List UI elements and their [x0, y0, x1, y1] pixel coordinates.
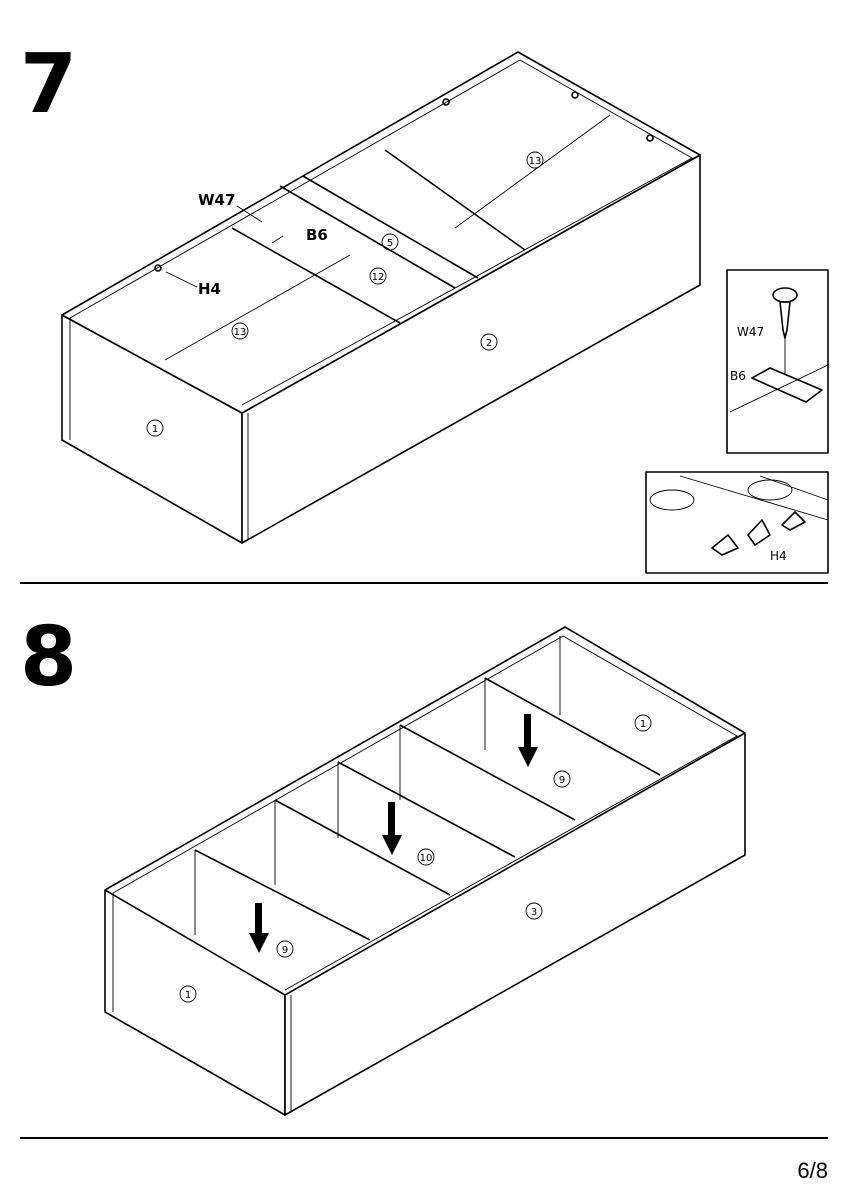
inset-label-b6: B6 [730, 369, 746, 383]
part-label: 13 [234, 327, 247, 338]
step-8-part-labels: 1 9 10 9 3 1 [179, 714, 652, 1003]
part-label: 1 [152, 424, 158, 435]
inset-label-h4: H4 [770, 549, 787, 563]
part-label: 1 [640, 719, 646, 730]
inset-screw-detail: W47 B6 [726, 269, 829, 454]
inset-label-w47: W47 [737, 325, 764, 339]
callout-w47: W47 [198, 191, 235, 209]
callout-b6: B6 [306, 226, 328, 244]
step-7-part-labels: 13 5 12 13 2 1 [146, 151, 544, 437]
step-7-cabinet [61, 51, 701, 544]
part-label: 2 [486, 338, 492, 349]
part-label: 9 [559, 775, 565, 786]
part-label: 10 [420, 853, 433, 864]
step-8-cabinet [104, 626, 746, 1116]
inset-cam-detail: H4 [645, 471, 829, 574]
part-label: 13 [529, 156, 542, 167]
part-label: 9 [282, 945, 288, 956]
part-label: 1 [185, 990, 191, 1001]
page-number: 6/8 [797, 1158, 828, 1183]
insert-arrows [249, 714, 538, 953]
part-label: 5 [387, 238, 393, 249]
step-8-number: 8 [20, 610, 77, 705]
callout-h4: H4 [198, 280, 221, 298]
part-label: 3 [531, 907, 537, 918]
part-label: 12 [372, 272, 385, 283]
step-7-number: 7 [20, 37, 77, 132]
